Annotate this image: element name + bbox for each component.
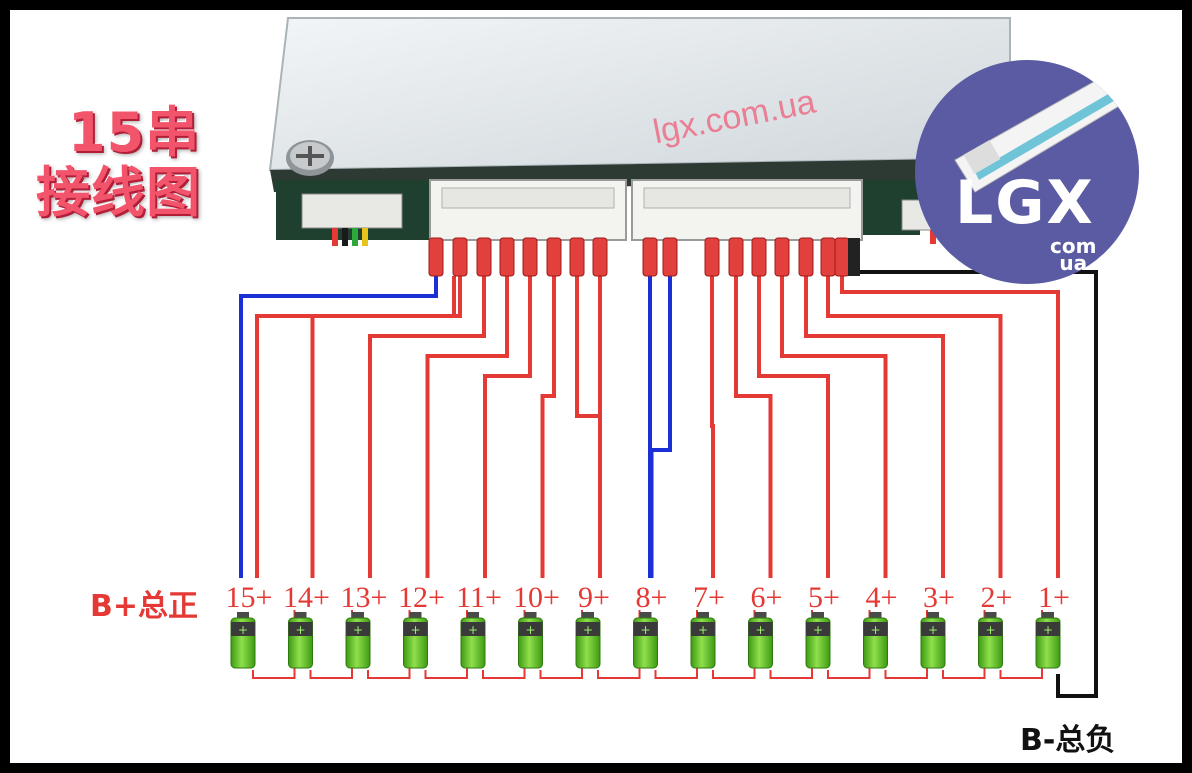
svg-text:+: + xyxy=(813,623,823,637)
battery-cell-8: + xyxy=(633,612,658,669)
brand-logo: LGX com ua xyxy=(915,60,1139,284)
battery-cell-1: + xyxy=(1035,612,1061,669)
wire-cell-3 xyxy=(804,276,945,578)
svg-text:+: + xyxy=(410,623,420,637)
connector-pin-right-8 xyxy=(820,237,836,277)
svg-text:+: + xyxy=(928,623,938,637)
wire-cell-6 xyxy=(734,276,773,578)
svg-text:+: + xyxy=(755,623,765,637)
wire-cell-8-b xyxy=(649,276,672,578)
connector-pin-left-2 xyxy=(452,237,468,277)
svg-text:+: + xyxy=(640,623,650,637)
connector-pin-right-6 xyxy=(774,237,790,277)
svg-text:+: + xyxy=(295,623,305,637)
cell-label-12: 12+ xyxy=(398,581,445,614)
logo-sub: com ua xyxy=(1050,234,1097,275)
connector-pin-right-9 xyxy=(834,237,850,277)
svg-text:+: + xyxy=(985,623,995,637)
svg-text:+: + xyxy=(583,623,593,637)
svg-text:+: + xyxy=(353,623,363,637)
cell-label-15: 15+ xyxy=(225,581,273,614)
title-line-1: 15串 xyxy=(68,101,201,164)
battery-string: + + + + + + + + + + + + + + + xyxy=(230,612,1061,669)
small-connector-left xyxy=(301,193,403,246)
cell-label-4: 4+ xyxy=(865,581,898,614)
battery-cell-6: + xyxy=(748,612,773,669)
connector-pin-right-2 xyxy=(662,237,678,277)
battery-cell-4: + xyxy=(863,612,888,669)
screw-icon xyxy=(286,140,334,176)
connector-pin-left-7 xyxy=(569,237,585,277)
logo-strip-icon xyxy=(954,69,1130,193)
battery-cell-3: + xyxy=(920,612,946,669)
wire-cell-5 xyxy=(757,276,830,578)
logo-sub-ua: ua xyxy=(1059,251,1088,275)
connector-pin-right-3 xyxy=(704,237,720,277)
connector-left xyxy=(429,179,627,241)
wiring-drawing: + + + + + + + + + + + + + + + xyxy=(230,17,1098,698)
svg-text:+: + xyxy=(525,623,535,637)
battery-cell-10: + xyxy=(518,612,543,669)
cell-label-9: 9+ xyxy=(578,581,610,614)
svg-text:+: + xyxy=(1043,623,1053,637)
wire-cell-1 xyxy=(840,276,1060,578)
battery-cell-2: + xyxy=(978,612,1003,669)
cell-label-1: 1+ xyxy=(1038,581,1070,614)
logo-sub-com: com xyxy=(1050,234,1097,258)
cell-label-7: 7+ xyxy=(693,581,725,614)
battery-cell-15: + xyxy=(230,612,256,669)
cell-label-8: 8+ xyxy=(635,581,668,614)
cell-label-2: 2+ xyxy=(980,581,1013,614)
battery-cell-5: + xyxy=(805,612,831,669)
positive-total-label: B+总正 xyxy=(90,589,199,624)
battery-cell-12: + xyxy=(403,612,428,669)
svg-text:+: + xyxy=(468,623,478,637)
battery-cell-13: + xyxy=(345,612,371,669)
bms-board xyxy=(268,17,1011,246)
logo-text: LGX xyxy=(955,168,1095,238)
wire-cell-14 xyxy=(310,276,462,578)
connector-pin-left-1 xyxy=(428,237,444,277)
wire-cell-9 xyxy=(575,276,602,578)
title-line-2: 接线图 xyxy=(36,161,201,224)
wire-cell-11 xyxy=(483,276,532,578)
cell-label-13: 13+ xyxy=(340,581,388,614)
wire-cell-13 xyxy=(368,276,486,578)
svg-text:+: + xyxy=(870,623,880,637)
battery-cell-7: + xyxy=(690,612,716,669)
connector-pin-right-5 xyxy=(751,237,767,277)
connector-pin-left-5 xyxy=(522,237,538,277)
wire-cell-15 xyxy=(239,276,438,578)
wire-cell-7 xyxy=(710,276,715,578)
connector-pin-right-4 xyxy=(728,237,744,277)
wire-cell-10 xyxy=(540,276,556,578)
wire-cell-15-b xyxy=(255,276,456,578)
battery-cell-9: + xyxy=(575,612,601,669)
connector-pin-left-3 xyxy=(476,237,492,277)
connector-pin-left-8 xyxy=(592,237,608,277)
connector-right xyxy=(631,179,863,241)
battery-cell-11: + xyxy=(460,612,486,669)
connector-pin-left-4 xyxy=(499,237,515,277)
cell-label-14: 14+ xyxy=(283,581,330,614)
svg-text:+: + xyxy=(698,623,708,637)
cell-label-11: 11+ xyxy=(456,581,502,614)
svg-text:+: + xyxy=(238,623,248,637)
negative-total-label: B-总负 xyxy=(1020,723,1116,758)
wire-cell-4 xyxy=(780,276,888,578)
diagram-canvas: +++++++++++++++ 15串 接线图 lgx.com.ua LGX c… xyxy=(10,10,1182,763)
cell-label-10: 10+ xyxy=(513,581,560,614)
connector-pin-right-1 xyxy=(642,237,658,277)
connector-pin-left-6 xyxy=(546,237,562,277)
connector-pin-negative xyxy=(848,238,860,276)
wire-cell-2 xyxy=(826,276,1003,578)
cell-label-6: 6+ xyxy=(750,581,783,614)
cell-label-5: 5+ xyxy=(808,581,840,614)
wire-cell-12 xyxy=(425,276,509,578)
connector-pin-right-7 xyxy=(798,237,814,277)
battery-cell-14: + xyxy=(288,612,313,669)
cell-label-3: 3+ xyxy=(923,581,955,614)
